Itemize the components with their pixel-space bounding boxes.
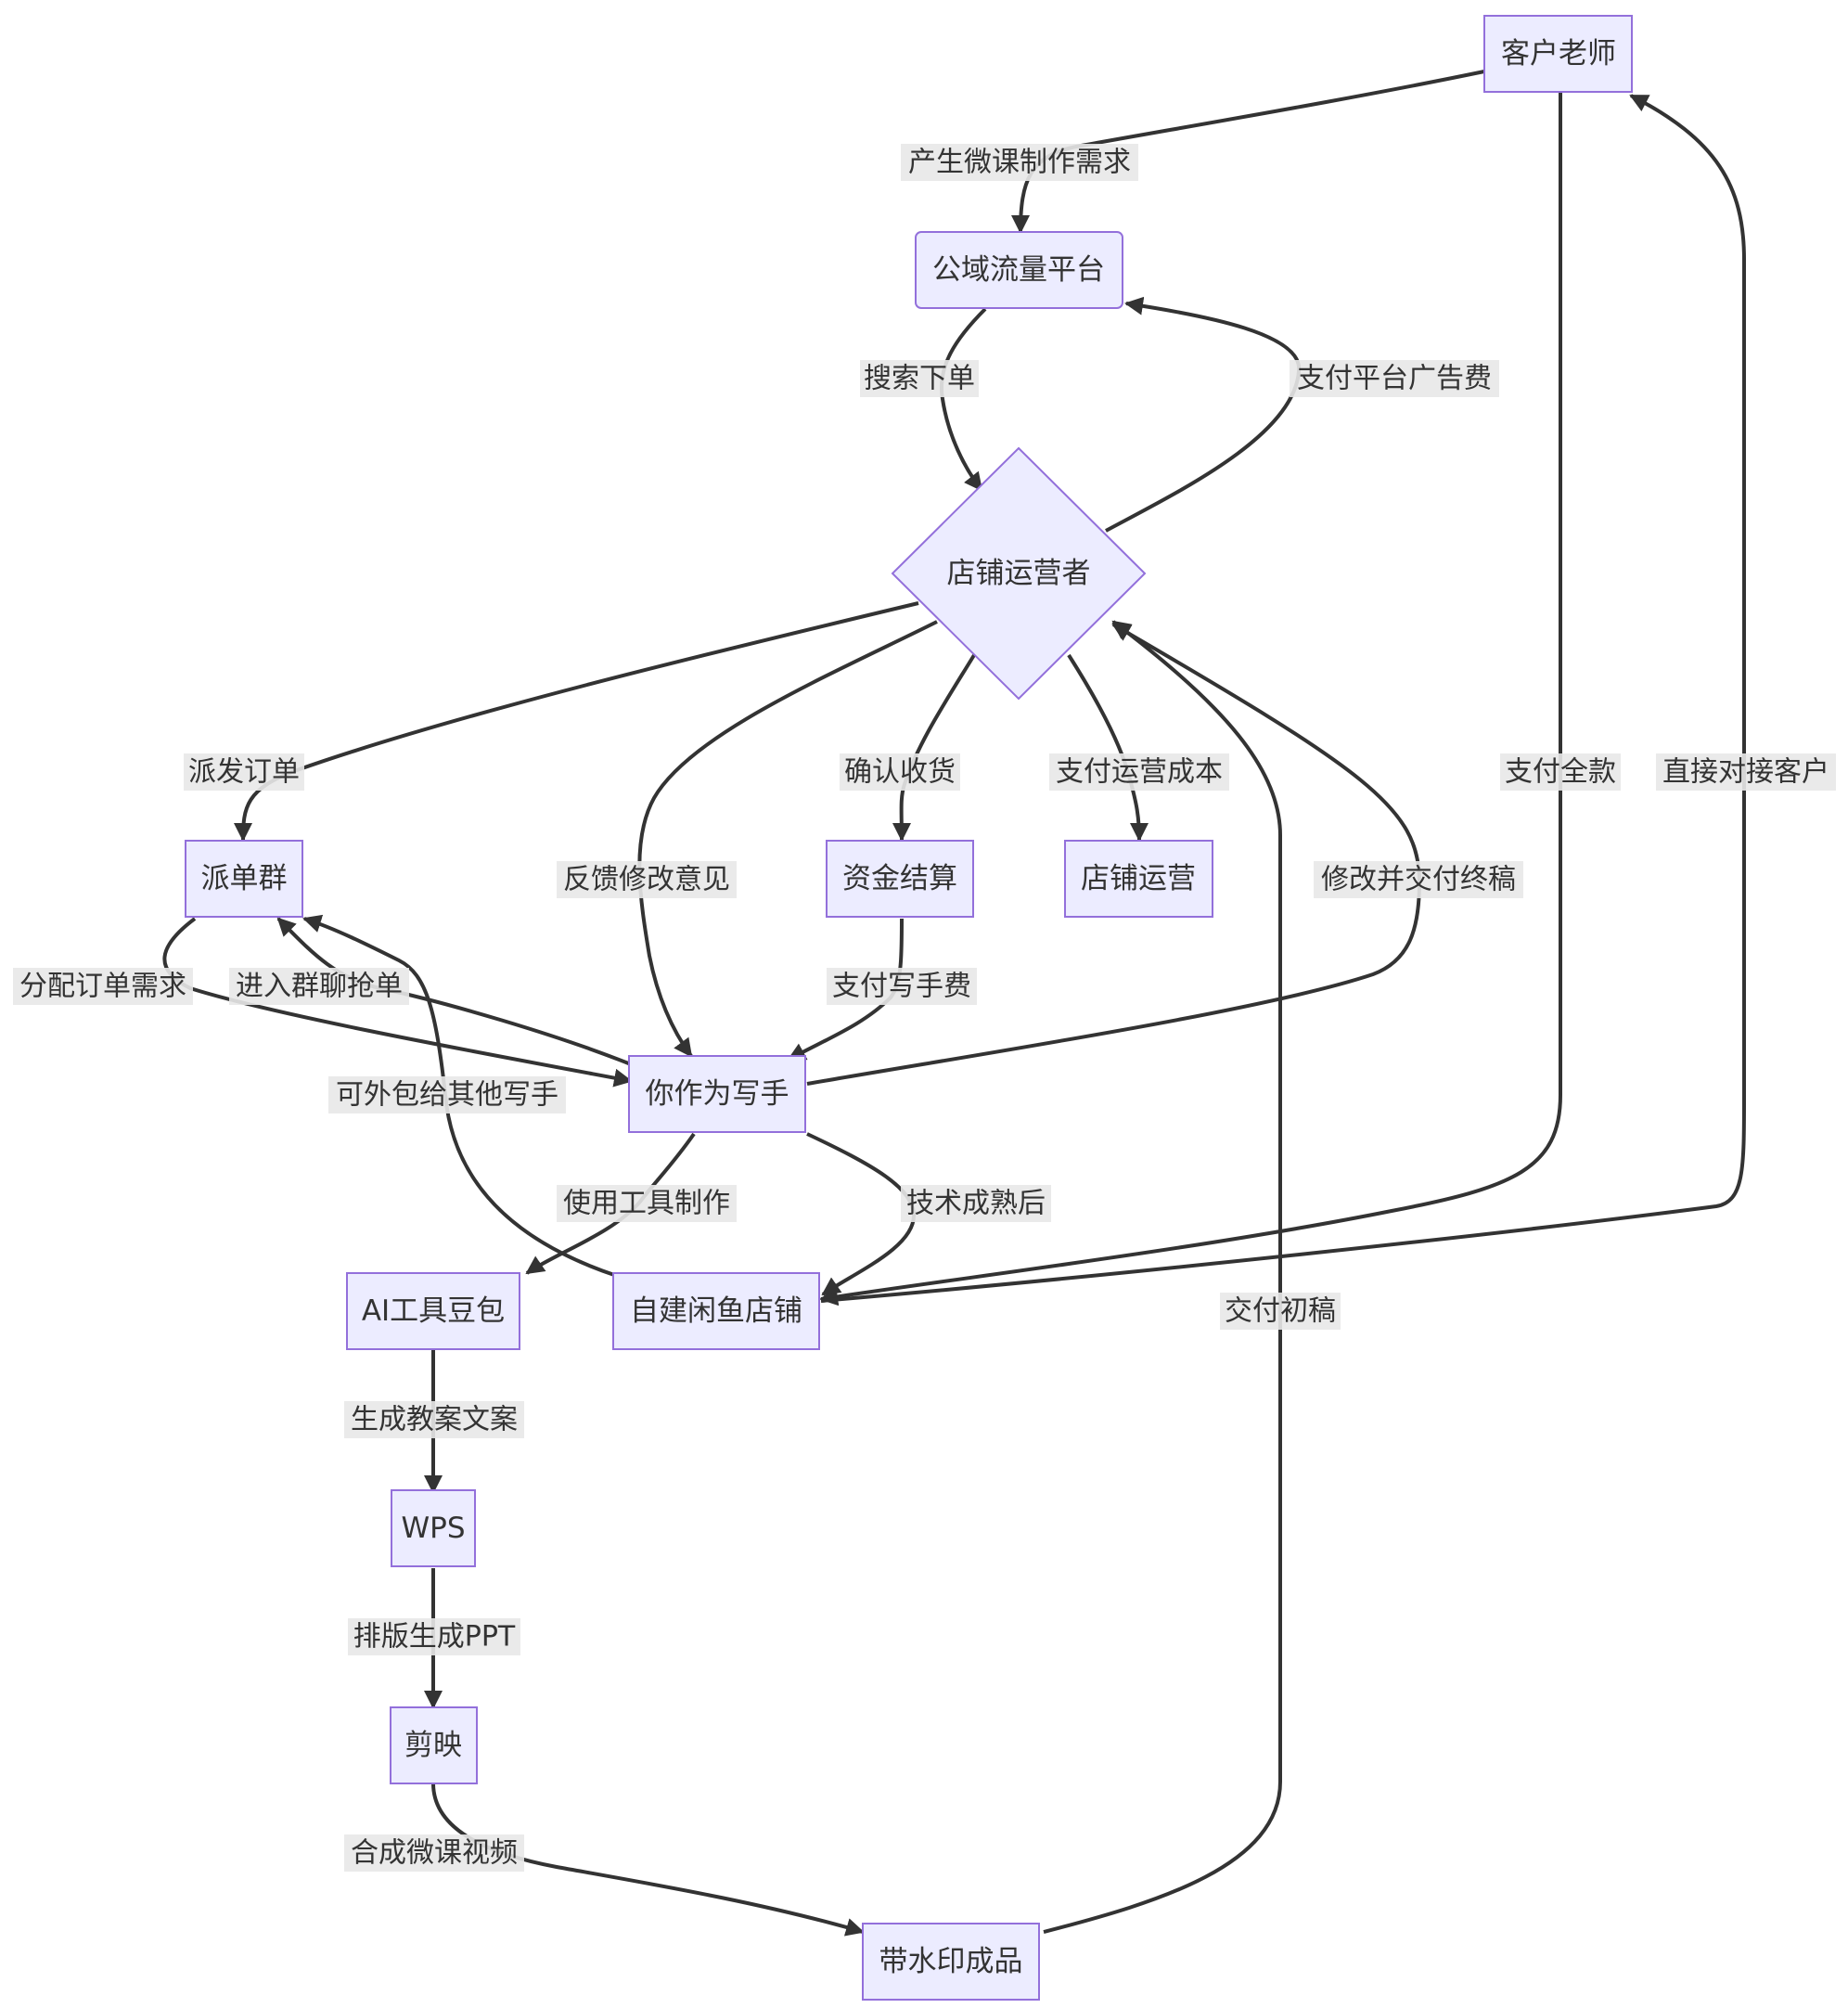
svg-text:搜索下单: 搜索下单 — [864, 363, 975, 395]
label-ppt: 排版生成PPT — [348, 1618, 520, 1655]
label-direct-contact: 直接对接客户 — [1656, 753, 1836, 791]
svg-text:支付运营成本: 支付运营成本 — [1056, 756, 1223, 789]
svg-text:派发订单: 派发订单 — [188, 756, 300, 789]
label-lesson-plan: 生成教案文案 — [344, 1401, 524, 1438]
label-confirm: 确认收货 — [840, 753, 960, 791]
svg-text:带水印成品: 带水印成品 — [879, 1945, 1023, 1978]
label-join-group: 进入群聊抢单 — [229, 968, 409, 1005]
edge-watermark-operator — [1043, 620, 1282, 1934]
edge-operator-settlement — [892, 653, 976, 842]
edge-customer-ownshop — [819, 93, 1562, 1306]
node-jianying: 剪映 — [390, 1706, 478, 1784]
label-assign: 分配订单需求 — [13, 968, 193, 1005]
edge-jianying-watermark — [431, 1783, 865, 1937]
edge-operator-shopops — [1067, 653, 1149, 842]
label-pay-writer: 支付写手费 — [827, 968, 977, 1005]
label-pay-ops-cost: 支付运营成本 — [1049, 753, 1229, 791]
svg-text:技术成熟后: 技术成熟后 — [906, 1188, 1046, 1220]
svg-text:店铺运营者: 店铺运营者 — [947, 557, 1091, 590]
svg-text:直接对接客户: 直接对接客户 — [1662, 756, 1829, 789]
label-pay-ads: 支付平台广告费 — [1290, 360, 1499, 397]
label-revise-deliver: 修改并交付终稿 — [1314, 861, 1523, 898]
node-own-shop: 自建闲鱼店铺 — [612, 1272, 820, 1350]
svg-text:产生微课制作需求: 产生微课制作需求 — [908, 147, 1131, 179]
node-platform: 公域流量平台 — [915, 231, 1123, 309]
svg-text:店铺运营: 店铺运营 — [1081, 862, 1196, 895]
svg-text:交付初稿: 交付初稿 — [1225, 1295, 1336, 1328]
svg-text:你作为写手: 你作为写手 — [646, 1077, 789, 1111]
label-need: 产生微课制作需求 — [901, 144, 1138, 181]
edge-dispatch-writer — [162, 917, 633, 1088]
svg-text:自建闲鱼店铺: 自建闲鱼店铺 — [630, 1294, 802, 1328]
svg-text:支付写手费: 支付写手费 — [832, 971, 971, 1003]
edge-writer-ownshop — [806, 1132, 917, 1296]
node-watermark: 带水印成品 — [862, 1923, 1040, 2001]
edge-writer-operator — [806, 623, 1422, 1086]
node-ai-tool: AI工具豆包 — [346, 1272, 520, 1350]
svg-text:派单群: 派单群 — [201, 862, 288, 895]
label-pay-full: 支付全款 — [1500, 753, 1621, 791]
edge-labels: 产生微课制作需求 搜索下单 支付平台广告费 派发订单 确认收货 支付运营成本 支… — [13, 144, 1836, 1872]
label-mature: 技术成熟后 — [901, 1185, 1051, 1222]
svg-text:WPS: WPS — [401, 1512, 465, 1545]
svg-text:分配订单需求: 分配订单需求 — [19, 971, 186, 1003]
svg-text:剪映: 剪映 — [404, 1729, 462, 1762]
svg-text:可外包给其他写手: 可外包给其他写手 — [336, 1079, 558, 1112]
edge-ownshop-dispatch — [302, 914, 618, 1278]
edge-operator-writer — [637, 620, 938, 1058]
svg-text:进入群聊抢单: 进入群聊抢单 — [236, 971, 403, 1003]
svg-text:支付全款: 支付全款 — [1505, 756, 1616, 789]
node-writer: 你作为写手 — [628, 1055, 806, 1133]
svg-text:合成微课视频: 合成微课视频 — [351, 1837, 518, 1870]
svg-text:反馈修改意见: 反馈修改意见 — [563, 864, 730, 896]
label-dispatch-order: 派发订单 — [184, 753, 304, 791]
edge-platform-operator — [939, 307, 987, 492]
node-dispatch-group: 派单群 — [185, 840, 303, 918]
label-feedback: 反馈修改意见 — [557, 861, 737, 898]
svg-text:客户老师: 客户老师 — [1501, 37, 1616, 71]
svg-text:确认收货: 确认收货 — [844, 756, 956, 789]
svg-text:生成教案文案: 生成教案文案 — [351, 1404, 518, 1436]
svg-text:支付平台广告费: 支付平台广告费 — [1297, 363, 1492, 395]
svg-text:修改并交付终稿: 修改并交付终稿 — [1321, 864, 1516, 896]
svg-text:公域流量平台: 公域流量平台 — [932, 253, 1105, 287]
node-customer: 客户老师 — [1483, 15, 1633, 93]
node-shop-ops: 店铺运营 — [1064, 840, 1213, 918]
node-settlement: 资金结算 — [826, 840, 974, 918]
svg-text:排版生成PPT: 排版生成PPT — [353, 1621, 516, 1654]
node-operator: 店铺运营者 — [891, 446, 1147, 701]
edge-ownshop-customer — [820, 94, 1746, 1303]
svg-text:使用工具制作: 使用工具制作 — [563, 1188, 730, 1220]
label-video: 合成微课视频 — [344, 1834, 524, 1872]
label-search-order: 搜索下单 — [860, 360, 979, 397]
svg-text:资金结算: 资金结算 — [842, 862, 957, 895]
label-use-tools: 使用工具制作 — [557, 1185, 737, 1222]
edge-operator-dispatch — [234, 601, 919, 842]
svg-text:AI工具豆包: AI工具豆包 — [362, 1294, 505, 1328]
edge-operator-platform — [1105, 296, 1302, 533]
label-first-draft: 交付初稿 — [1220, 1293, 1341, 1330]
label-outsource: 可外包给其他写手 — [328, 1076, 566, 1113]
node-wps: WPS — [391, 1489, 476, 1567]
